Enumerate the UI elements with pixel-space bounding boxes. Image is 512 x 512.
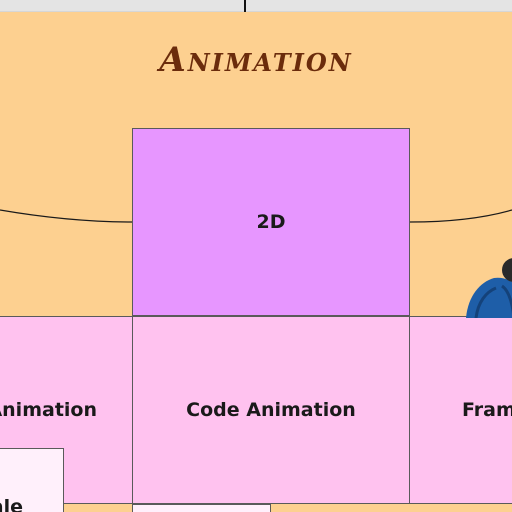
- cursor-marker: [244, 0, 246, 12]
- board-title: Animation: [159, 40, 353, 80]
- presenter-avatar-icon: [462, 256, 512, 318]
- node-animation-label: Animation: [0, 399, 97, 421]
- connector-right: [409, 209, 512, 223]
- node-code-animation-label: Code Animation: [186, 399, 356, 421]
- connector-left: [0, 209, 133, 223]
- node-frame-animation[interactable]: Fram: [409, 316, 512, 504]
- node-subchild-left-label: ale: [0, 496, 23, 512]
- node-frame-label: Fram: [462, 399, 512, 421]
- node-2d[interactable]: 2D: [132, 128, 410, 316]
- node-2d-label: 2D: [256, 211, 286, 233]
- node-subchild-left[interactable]: ale: [0, 448, 64, 512]
- top-toolbar: [0, 0, 512, 12]
- node-subchild-mid[interactable]: [132, 504, 271, 512]
- node-code-animation[interactable]: Code Animation: [132, 316, 410, 504]
